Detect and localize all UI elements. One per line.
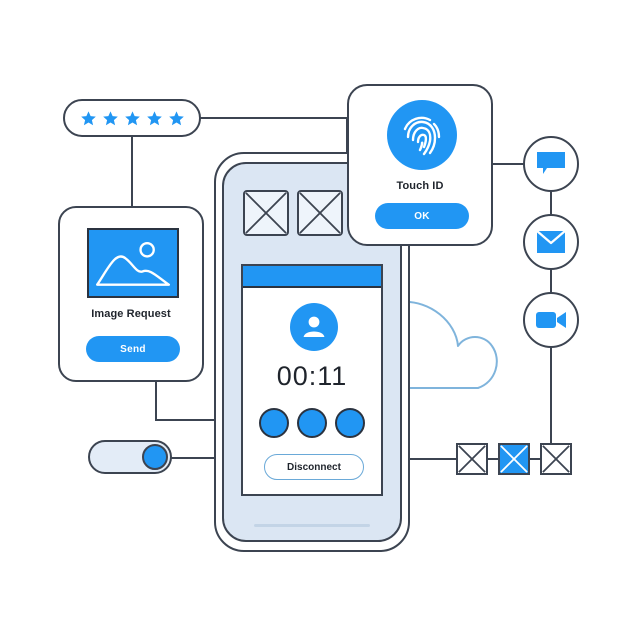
screen-header-bar xyxy=(243,266,381,288)
image-placeholder-2[interactable] xyxy=(297,190,343,236)
placeholder-box-1[interactable] xyxy=(456,443,488,475)
x-cross-icon xyxy=(500,445,528,473)
wire-placeholder1-to-2 xyxy=(486,458,500,460)
x-cross-icon xyxy=(299,192,341,234)
x-cross-icon xyxy=(542,445,570,473)
action-dots-row xyxy=(243,408,381,438)
wire-star-to-touchid xyxy=(200,117,348,119)
wire-video-to-placeholder xyxy=(550,347,552,444)
star-icon xyxy=(124,110,140,125)
disconnect-button[interactable]: Disconnect xyxy=(264,454,364,480)
user-avatar-icon xyxy=(290,303,338,351)
wire-star-to-image-card xyxy=(131,136,133,207)
wire-image-card-down xyxy=(155,380,157,420)
action-dot-1[interactable] xyxy=(259,408,289,438)
mail-icon xyxy=(536,230,566,253)
chat-icon xyxy=(537,152,565,174)
touch-id-card: Touch ID OK xyxy=(347,84,493,246)
phone-home-indicator xyxy=(254,524,370,527)
call-timer: 00:11 xyxy=(276,361,348,391)
wire-placeholder2-to-3 xyxy=(528,458,542,460)
wire-phone-to-placeholder1 xyxy=(410,458,458,460)
ok-button[interactable]: OK xyxy=(375,203,469,229)
wire-chat-to-mail xyxy=(550,191,552,215)
x-cross-icon xyxy=(245,192,287,234)
placeholder-box-3[interactable] xyxy=(540,443,572,475)
toggle-knob[interactable] xyxy=(142,444,168,470)
star-icon xyxy=(146,110,162,125)
star-icon xyxy=(102,110,118,125)
video-icon xyxy=(536,312,566,328)
star-rating[interactable] xyxy=(63,99,201,137)
mail-icon-button[interactable] xyxy=(523,214,579,270)
x-cross-icon xyxy=(458,445,486,473)
image-placeholder-icon xyxy=(87,228,179,298)
image-request-card: Image Request Send xyxy=(58,206,204,382)
cloud-shape xyxy=(401,300,498,389)
image-placeholder-1[interactable] xyxy=(243,190,289,236)
phone-screen: 00:11 Disconnect xyxy=(241,264,383,496)
star-icon xyxy=(80,110,96,125)
chat-icon-button[interactable] xyxy=(523,136,579,192)
wire-mail-to-video xyxy=(550,269,552,293)
image-request-title: Image Request xyxy=(91,308,171,320)
settings-toggle[interactable] xyxy=(88,440,172,474)
touch-id-title: Touch ID xyxy=(396,180,444,192)
wire-image-card-to-phone xyxy=(155,419,223,421)
fingerprint-icon xyxy=(387,100,457,170)
action-dot-2[interactable] xyxy=(297,408,327,438)
video-icon-button[interactable] xyxy=(523,292,579,348)
wire-touchid-to-chat xyxy=(491,163,525,165)
wire-toggle-to-phone xyxy=(170,457,224,459)
send-button[interactable]: Send xyxy=(86,336,180,362)
action-dot-3[interactable] xyxy=(335,408,365,438)
star-icon xyxy=(168,110,184,125)
placeholder-box-2[interactable] xyxy=(498,443,530,475)
